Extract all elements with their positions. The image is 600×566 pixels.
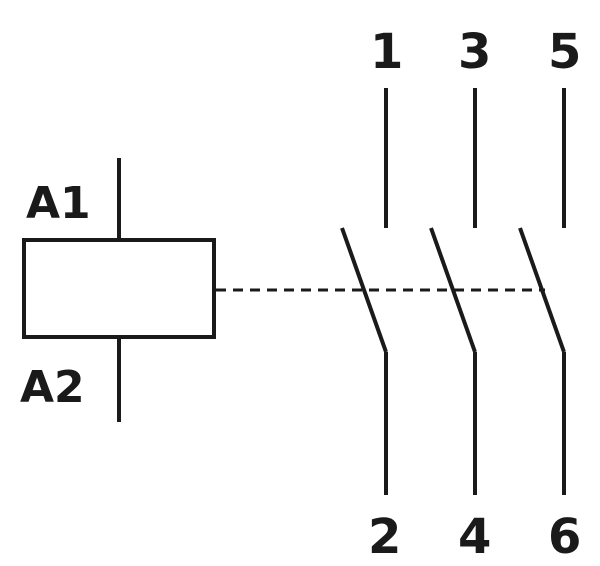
contact-pole-1: 1 2 — [340, 24, 403, 565]
contact-5-switch-blade — [518, 227, 566, 353]
coil-terminal-a2-label: A2 — [20, 362, 85, 413]
terminal-6-label: 6 — [548, 509, 581, 565]
contact-1-switch-blade — [340, 227, 388, 353]
contact-3-switch-blade — [429, 227, 477, 353]
coil: A1 A2 — [20, 158, 216, 422]
contact-pole-3: 5 6 — [518, 24, 581, 565]
terminal-4-label: 4 — [458, 509, 491, 565]
terminal-1-label: 1 — [370, 24, 403, 80]
coil-terminal-a1-label: A1 — [26, 178, 91, 229]
terminal-5-label: 5 — [548, 24, 581, 80]
coil-body — [22, 238, 216, 339]
contact-pole-2: 3 4 — [429, 24, 491, 565]
terminal-2-label: 2 — [368, 509, 401, 565]
terminal-3-label: 3 — [458, 24, 491, 80]
